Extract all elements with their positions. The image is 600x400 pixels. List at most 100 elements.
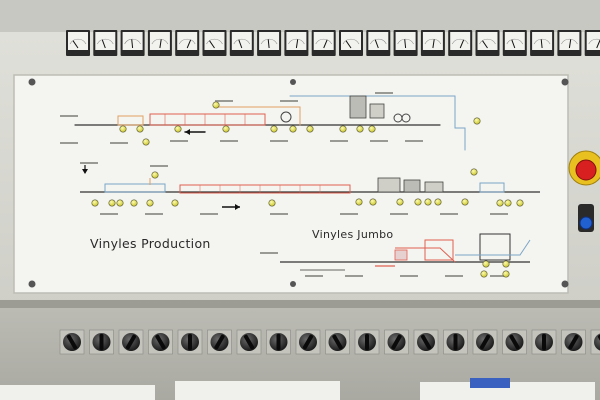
selector-knob[interactable]	[266, 329, 291, 355]
small-label-mark	[60, 115, 78, 117]
analog-gauge	[229, 30, 254, 56]
selector-knob[interactable]	[384, 329, 409, 355]
analog-gauge	[475, 30, 500, 56]
indicator-lamp	[142, 138, 150, 146]
indicator-lamp	[356, 125, 364, 133]
emergency-stop-button[interactable]	[568, 150, 600, 186]
paper-label	[0, 385, 155, 400]
indicator-lamp	[470, 168, 478, 176]
indicator-lamp	[368, 125, 376, 133]
small-label-mark	[405, 140, 423, 142]
selector-knob[interactable]	[295, 329, 321, 355]
desk-edge	[0, 300, 600, 308]
indicator-lamp	[222, 125, 230, 133]
selector-knob[interactable]	[148, 329, 173, 355]
selector-knob[interactable]	[413, 329, 439, 355]
blue-reset-button[interactable]	[578, 204, 594, 232]
selector-knob[interactable]	[590, 329, 600, 355]
small-label-mark	[215, 100, 233, 102]
indicator-lamp	[270, 125, 278, 133]
small-label-mark	[170, 140, 188, 142]
small-label-mark	[490, 213, 508, 215]
indicator-lamp	[171, 199, 179, 207]
indicator-lamp	[116, 199, 124, 207]
indicator-lamp	[306, 125, 314, 133]
production-line-2	[80, 165, 540, 210]
panel-screw	[290, 79, 296, 85]
indicator-lamp	[516, 199, 524, 207]
indicator-lamp	[151, 171, 159, 179]
indicator-lamp	[424, 198, 432, 206]
small-label-mark	[400, 275, 418, 277]
small-label-mark	[390, 213, 408, 215]
small-label-mark	[270, 213, 288, 215]
small-label-mark	[150, 165, 168, 167]
selector-knob[interactable]	[325, 329, 350, 355]
panel-screw	[28, 280, 36, 288]
indicator-lamp	[136, 125, 144, 133]
small-label-mark	[445, 275, 463, 277]
small-label-mark	[200, 213, 218, 215]
selector-knob[interactable]	[354, 329, 380, 355]
vinyles-production-label: Vinyles Production	[90, 236, 211, 251]
selector-knob[interactable]	[207, 329, 232, 355]
analog-gauge	[93, 30, 118, 56]
selector-knob[interactable]	[502, 329, 527, 355]
small-label-mark	[260, 252, 278, 254]
selector-knob[interactable]	[59, 329, 85, 355]
indicator-lamp	[480, 270, 488, 278]
analog-gauge	[147, 30, 172, 56]
selector-knob[interactable]	[531, 329, 557, 355]
paper-label	[175, 381, 340, 400]
indicator-lamp	[496, 199, 504, 207]
small-label-mark	[80, 162, 98, 164]
analog-gauge	[257, 30, 282, 56]
analog-gauge	[120, 30, 145, 56]
small-label-mark	[305, 275, 323, 277]
small-label-mark	[330, 140, 348, 142]
indicator-lamp	[355, 198, 363, 206]
analog-gauge	[530, 30, 555, 56]
analog-gauge	[393, 30, 418, 56]
small-label-mark	[220, 140, 238, 142]
panel-screw	[561, 280, 569, 288]
analog-gauge	[339, 30, 363, 56]
analog-gauge	[284, 30, 309, 56]
panel-screw	[290, 281, 296, 287]
analog-gauge	[366, 30, 391, 56]
paper-label	[420, 382, 595, 400]
indicator-lamp	[268, 199, 276, 207]
indicator-lamp	[146, 199, 154, 207]
small-label-mark	[345, 275, 363, 277]
indicator-lamp	[502, 260, 510, 268]
small-label-mark	[370, 140, 388, 142]
selector-knob[interactable]	[177, 329, 203, 355]
selector-knob[interactable]	[89, 329, 114, 355]
small-label-mark	[110, 142, 128, 144]
indicator-lamp	[434, 198, 442, 206]
indicator-lamp	[119, 125, 127, 133]
selector-knob[interactable]	[236, 329, 262, 355]
indicator-lamp	[414, 198, 422, 206]
small-label-mark	[440, 213, 458, 215]
selector-knob[interactable]	[472, 329, 498, 355]
indicator-lamps	[91, 101, 524, 278]
small-label-mark	[340, 213, 358, 215]
selector-knob[interactable]	[561, 329, 586, 355]
indicator-lamp	[212, 101, 220, 109]
small-label-mark	[100, 213, 118, 215]
panel-screw	[28, 78, 36, 86]
indicator-lamp	[504, 199, 512, 207]
small-label-mark	[280, 100, 298, 102]
small-label-mark	[375, 92, 393, 94]
selector-knob[interactable]	[443, 329, 468, 355]
selector-switch-row	[59, 329, 600, 355]
indicator-lamp	[108, 199, 116, 207]
production-line-1	[74, 95, 466, 151]
indicator-lamp	[396, 198, 404, 206]
indicator-lamp	[369, 198, 377, 206]
selector-knob[interactable]	[118, 329, 144, 355]
indicator-lamp	[473, 117, 481, 125]
console-top-strip	[0, 0, 600, 32]
